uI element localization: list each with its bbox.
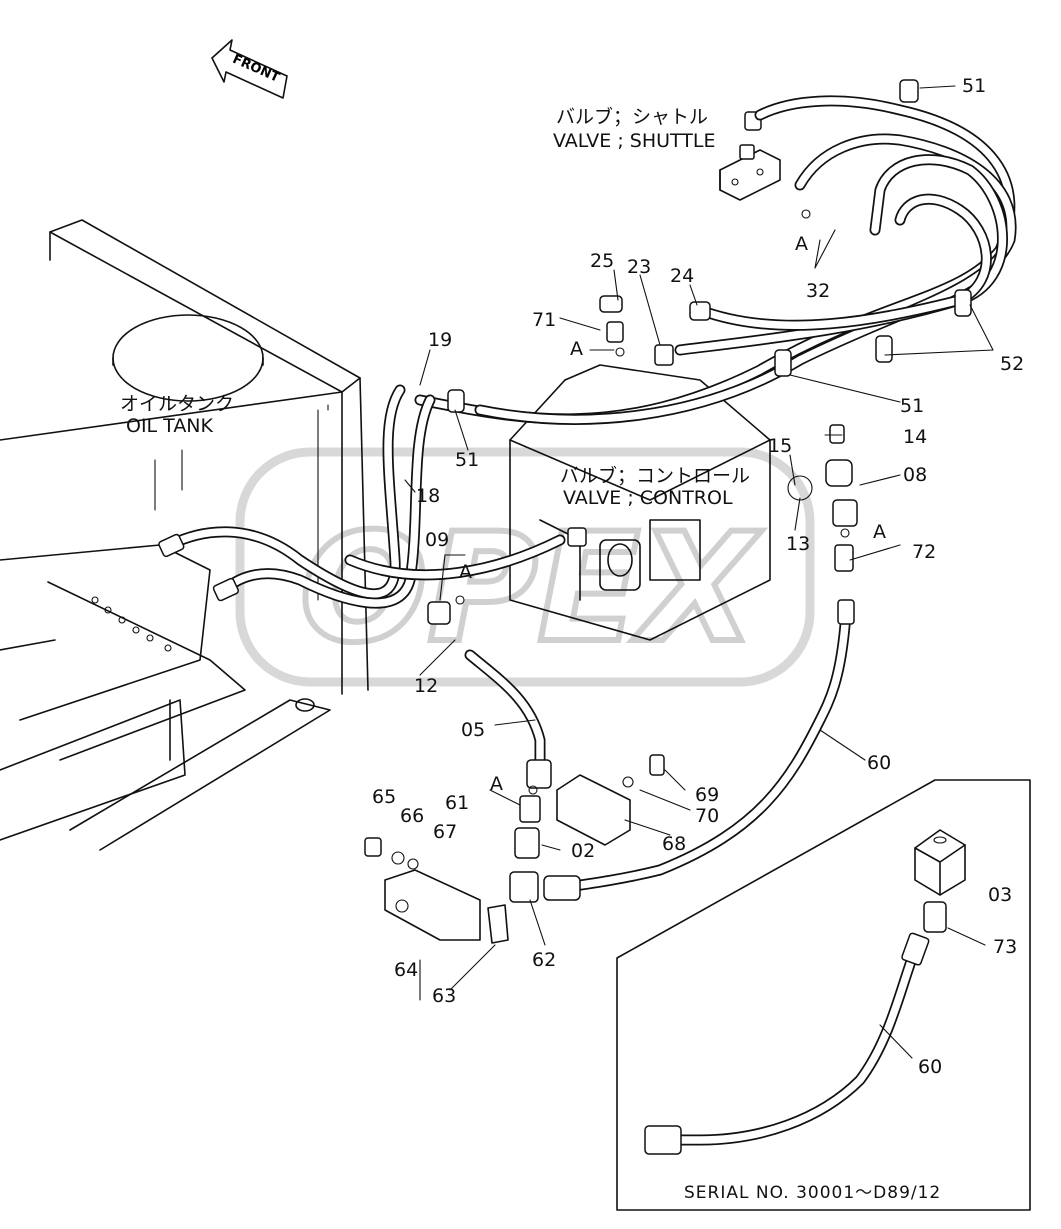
- hose-60: [509, 459, 858, 903]
- callout-66: 66: [400, 805, 424, 827]
- front-arrow-icon: FRONT: [211, 39, 288, 99]
- callout-08: 08: [903, 464, 927, 486]
- valve-control-label-jp: バルブ；コントロール: [560, 464, 750, 487]
- inset-panel: 60 SERIAL NO. 30001～D89/12: [616, 779, 1031, 1211]
- pipe-05: [427, 601, 552, 789]
- callout-60: 60: [867, 752, 891, 774]
- callout-18: 18: [416, 485, 440, 507]
- ref-a-shuttle: A: [795, 233, 808, 255]
- callout-32: 32: [806, 280, 830, 302]
- oil-tank-label-en: OIL TANK: [126, 415, 214, 437]
- control-valve: バルブ；コントロール VALVE ; CONTROL: [509, 364, 771, 641]
- serial-note: SERIAL NO. 30001～D89/12: [684, 1183, 941, 1203]
- valve-control-label-en: VALVE ; CONTROL: [563, 487, 733, 509]
- callout-63: 63: [432, 985, 456, 1007]
- ref-a-09: A: [459, 561, 472, 583]
- callout-51-top: 51: [962, 75, 986, 97]
- callout-13: 13: [786, 533, 810, 555]
- callout-51-left: 51: [455, 449, 479, 471]
- valve-shuttle-label-jp: バルブ；シャトル: [556, 105, 708, 128]
- ref-marks: A A A A A: [459, 209, 886, 795]
- callout-numbers: 51 32 25 23 24 71 19 52 51 14 15 51 08 1…: [372, 75, 1024, 1007]
- callout-23: 23: [627, 256, 651, 278]
- small-parts: [364, 295, 845, 944]
- callout-72: 72: [912, 541, 936, 563]
- callout-19: 19: [428, 329, 452, 351]
- callout-02: 02: [571, 840, 595, 862]
- callout-73: 73: [993, 936, 1017, 958]
- callout-70: 70: [695, 805, 719, 827]
- callout-62: 62: [532, 949, 556, 971]
- callout-09: 09: [425, 529, 449, 551]
- callout-67: 67: [433, 821, 457, 843]
- shuttle-valve: バルブ；シャトル VALVE ; SHUTTLE: [553, 105, 781, 201]
- callout-15: 15: [768, 435, 792, 457]
- callout-03: 03: [988, 884, 1012, 906]
- oil-tank-label-jp: オイルタンク: [120, 393, 234, 415]
- hose-tank-side: [158, 384, 566, 609]
- ref-a-71: A: [570, 338, 583, 360]
- ref-a-61: A: [490, 773, 503, 795]
- hose-bundle-upper: [414, 79, 1017, 425]
- ref-a-72: A: [873, 521, 886, 543]
- valve-shuttle-label-en: VALVE ; SHUTTLE: [553, 130, 715, 152]
- callout-60-inset: 60: [918, 1056, 942, 1078]
- callout-52: 52: [1000, 353, 1024, 375]
- callout-61: 61: [445, 792, 469, 814]
- callout-68: 68: [662, 833, 686, 855]
- callout-51-right: 51: [900, 395, 924, 417]
- callout-24: 24: [670, 265, 694, 287]
- callout-64: 64: [394, 959, 418, 981]
- callout-14: 14: [903, 426, 927, 448]
- leader-lines: [404, 85, 994, 1001]
- oil-tank: オイルタンク OIL TANK: [0, 219, 369, 851]
- callout-25: 25: [590, 250, 614, 272]
- callout-71: 71: [532, 309, 556, 331]
- front-label: FRONT: [230, 52, 282, 86]
- callout-69: 69: [695, 784, 719, 806]
- callout-12: 12: [414, 675, 438, 697]
- callout-05: 05: [461, 719, 485, 741]
- callout-65: 65: [372, 786, 396, 808]
